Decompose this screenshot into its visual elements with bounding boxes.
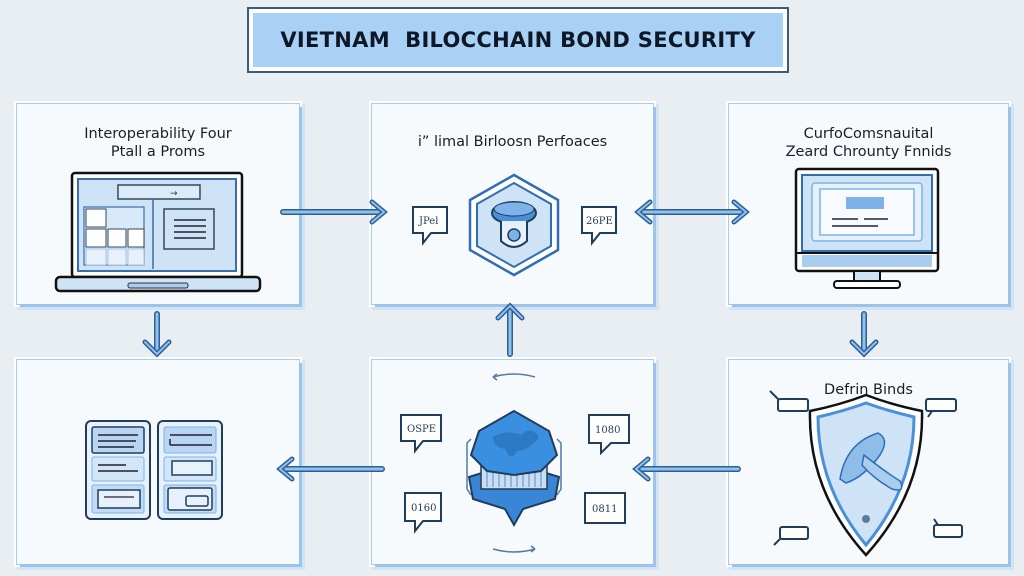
speech-bubble: 0160	[404, 492, 442, 534]
panel-graphics: JPel 26PE	[412, 173, 617, 277]
panel-community-funds: CurfoComsnauital Zeard Chrounty Fnnids	[726, 101, 1011, 307]
panel-title: i” limal Birloosn Perfoaces	[371, 133, 654, 151]
panel-graphics	[769, 390, 963, 557]
bubble-label: JPel	[418, 216, 438, 227]
blockchain-cube-icon	[467, 409, 561, 528]
panel-title-line: Interoperability Four	[84, 126, 232, 142]
panel-blockchain-core: OSPE 1080 0160 0811	[369, 357, 656, 567]
document-list-icon	[85, 420, 223, 520]
bubble-label: 1080	[595, 425, 620, 436]
rotation-arrows	[466, 373, 562, 553]
panel-title-line: Zeard Chrounty Fnnids	[785, 144, 952, 160]
panel-title-line: i” limal Birloosn Perfoaces	[417, 134, 608, 150]
hexagon-node-icon	[468, 173, 560, 277]
speech-bubble: JPel	[412, 206, 448, 246]
arrow-right	[280, 199, 388, 225]
panel-title: CurfoComsnauital Zeard Chrounty Fnnids	[728, 125, 1009, 161]
bubble-label: 0811	[592, 504, 617, 515]
panel-defrin-binds: Defrin Binds	[726, 357, 1011, 567]
laptop-icon: →	[54, 171, 262, 293]
arrow-up	[495, 302, 525, 357]
panel-title-line: Defrin Binds	[824, 382, 913, 398]
svg-text:→: →	[170, 189, 178, 199]
callout-box	[769, 390, 963, 546]
panel-interoperability: Interoperability Four Ptall a Proms →	[14, 101, 302, 307]
bubble-label: OSPE	[407, 424, 436, 435]
panel-graphics: OSPE 1080 0160 0811	[400, 373, 630, 553]
bubble-label: 26PE	[586, 216, 613, 227]
title-banner: VIETNAM BILOCCHAIN BOND SECURITY	[247, 7, 789, 73]
shield-icon	[808, 393, 924, 557]
arrow-left	[276, 456, 385, 482]
bubble-label: 0160	[411, 503, 436, 514]
speech-bubble: 26PE	[581, 206, 617, 246]
speech-bubble: 0811	[584, 492, 626, 524]
diagram-title: VIETNAM BILOCCHAIN BOND SECURITY	[253, 13, 783, 67]
panel-birloosn-perfoaces: i” limal Birloosn Perfoaces JPel 26PE	[369, 101, 656, 307]
panel-documents	[14, 357, 302, 567]
arrow-down	[142, 311, 172, 358]
panel-title-line: CurfoComsnauital	[803, 126, 934, 142]
arrow-left	[632, 456, 741, 482]
arrow-down	[849, 311, 879, 358]
monitor-icon	[794, 167, 940, 289]
arrow-bidirectional	[634, 199, 750, 225]
speech-bubble: 1080	[588, 414, 630, 456]
panel-title-line: Ptall a Proms	[110, 144, 206, 160]
panel-title: Interoperability Four Ptall a Proms	[16, 125, 300, 161]
panel-title: Defrin Binds	[728, 381, 1009, 399]
speech-bubble: OSPE	[400, 414, 442, 454]
